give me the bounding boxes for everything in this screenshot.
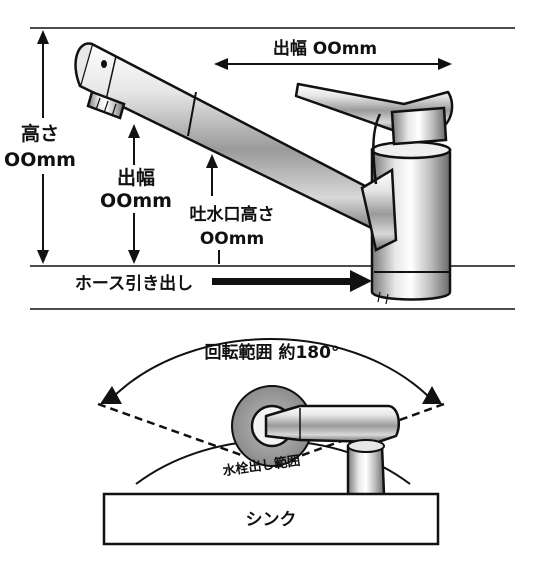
top-view: 回転範囲 約180° 水栓出し範囲 シンク — [97, 337, 445, 546]
rotation-arc — [100, 337, 442, 404]
sink-label: シンク — [246, 510, 297, 530]
rotation-label: 回転範囲 約180° — [205, 342, 340, 363]
faucet-top-illustration — [264, 404, 400, 502]
spout-reach-label: 出幅 OOmm — [273, 38, 377, 59]
reach-label-line1: 出幅 — [117, 166, 155, 189]
height-label-line2: OOmm — [4, 149, 76, 171]
hose-pullout-arrow — [212, 270, 372, 292]
outlet-height-label-line1: 吐水口高さ — [190, 204, 275, 225]
spout-reach-arrow — [214, 58, 452, 70]
side-view: 高さ OOmm 出幅 OOmm 出幅 OOmm 吐水口高さ OOmm — [4, 27, 515, 310]
height-label-line1: 高さ — [21, 122, 59, 145]
sink: シンク — [102, 492, 440, 546]
faucet-side-illustration — [74, 42, 454, 305]
outlet-height-arrow — [206, 154, 220, 264]
outlet-height-label-line2: OOmm — [200, 229, 264, 249]
hose-label: ホース引き出し — [75, 273, 193, 294]
range-dash-left — [97, 402, 245, 458]
reach-label-line2: OOmm — [100, 190, 172, 212]
